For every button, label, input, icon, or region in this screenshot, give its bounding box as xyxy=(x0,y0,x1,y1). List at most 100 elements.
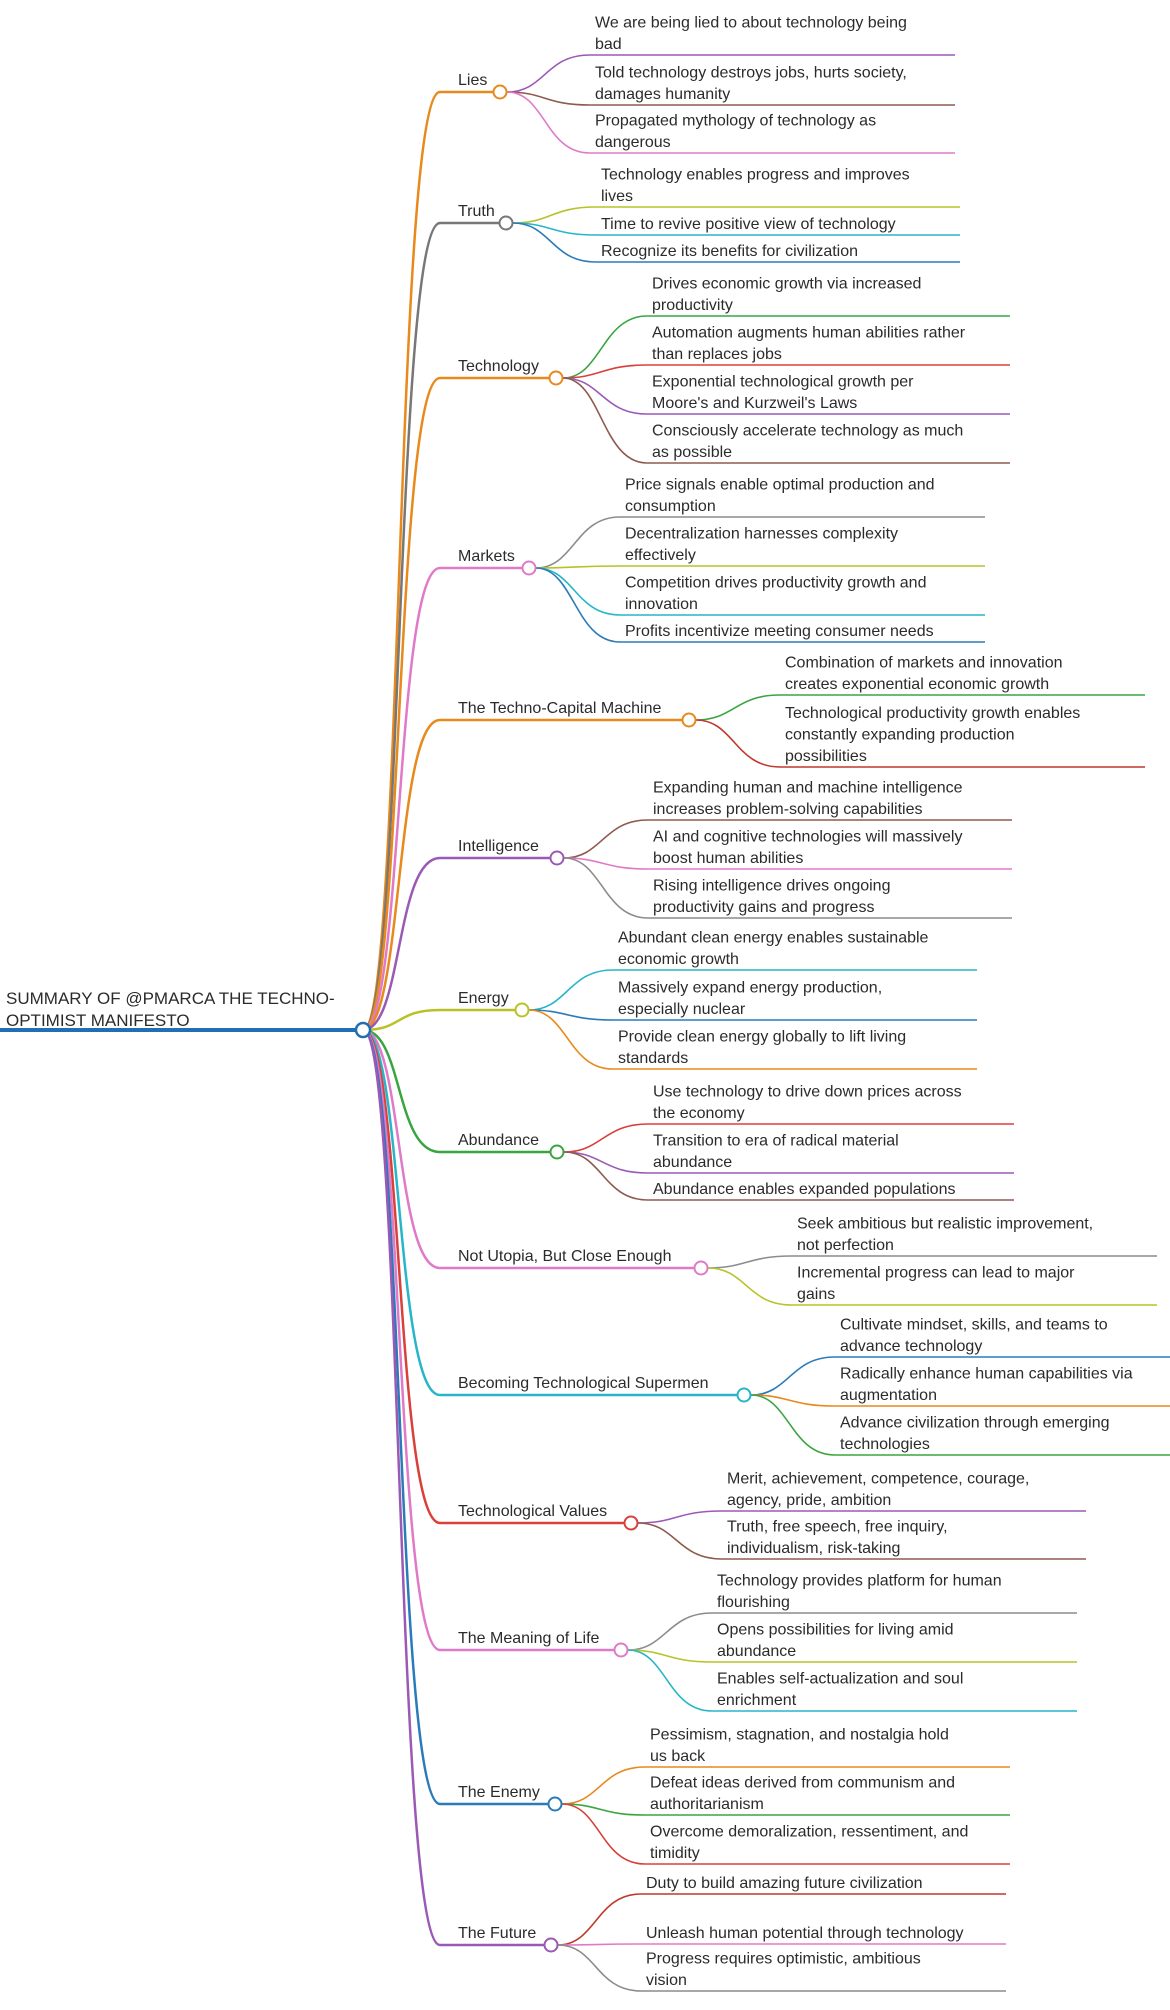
leaf-label: Automation augments human abilities rath… xyxy=(652,325,966,364)
branch-node-circle[interactable] xyxy=(549,850,565,866)
branch-connector xyxy=(362,1028,544,1947)
leaf-label: We are being lied to about technology be… xyxy=(595,15,907,54)
leaf-connector xyxy=(563,819,1012,859)
leaf-label: Told technology destroys jobs, hurts soc… xyxy=(595,65,907,104)
connector-layer xyxy=(0,54,1170,1992)
leaf-connector xyxy=(563,857,1012,870)
leaf-connector xyxy=(512,206,960,224)
branch-connector xyxy=(362,1028,694,1270)
leaf-label: Radically enhance human capabilities via… xyxy=(840,1366,1133,1405)
root-node-circle[interactable] xyxy=(354,1021,372,1039)
branch-label: Not Utopia, But Close Enough xyxy=(458,1248,671,1265)
branch-node-circle[interactable] xyxy=(547,1796,563,1812)
leaf-connector xyxy=(512,222,960,263)
branch-connector xyxy=(362,566,522,1032)
leaf-connector xyxy=(562,377,1010,415)
leaf-connector xyxy=(750,1394,1170,1456)
leaf-label: Competition drives productivity growth a… xyxy=(625,575,926,614)
branch-node-circle[interactable] xyxy=(514,1002,530,1018)
branch-label: Technology xyxy=(458,358,539,375)
leaf-connector xyxy=(562,315,1010,379)
branch-node-circle[interactable] xyxy=(693,1260,709,1276)
branch-label: Abundance xyxy=(458,1132,539,1149)
branch-label: Technological Values xyxy=(458,1503,607,1520)
leaf-label: Massively expand energy production,espec… xyxy=(618,980,882,1019)
leaf-label: Recognize its benefits for civilization xyxy=(601,243,858,260)
leaf-connector xyxy=(506,91,955,106)
branch-label: The Meaning of Life xyxy=(458,1630,600,1647)
branch-label: Truth xyxy=(458,203,495,220)
leaf-label: Provide clean energy globally to lift li… xyxy=(618,1029,906,1068)
leaf-label: Time to revive positive view of technolo… xyxy=(601,216,896,233)
branch-connector xyxy=(362,1028,614,1652)
branch-node-circle[interactable] xyxy=(498,215,514,231)
branch-connector xyxy=(362,1008,515,1032)
leaf-connector xyxy=(563,1151,1014,1201)
branch-connector xyxy=(362,1028,550,1154)
leaf-connector xyxy=(535,516,985,569)
root-title: SUMMARY OF @PMARCA THE TECHNO-OPTIMIST M… xyxy=(6,989,335,1030)
leaf-label: Consciously accelerate technology as muc… xyxy=(652,423,963,462)
branch-label: Markets xyxy=(458,548,515,565)
leaf-label: Pessimism, stagnation, and nostalgia hol… xyxy=(650,1727,949,1766)
branch-node-circle[interactable] xyxy=(736,1387,752,1403)
leaf-label: Truth, free speech, free inquiry,individ… xyxy=(727,1519,948,1558)
leaf-connector xyxy=(562,364,1010,379)
leaf-label: AI and cognitive technologies will massi… xyxy=(653,829,962,868)
leaf-connector xyxy=(506,91,955,154)
leaf-label: Seek ambitious but realistic improvement… xyxy=(797,1216,1093,1255)
branch-label: Intelligence xyxy=(458,838,539,855)
leaf-connector xyxy=(695,719,1145,768)
leaf-label: Duty to build amazing future civilizatio… xyxy=(646,1875,923,1892)
leaf-connector xyxy=(563,857,1012,919)
leaf-connector xyxy=(561,1803,1010,1865)
branch-node-circle[interactable] xyxy=(613,1642,629,1658)
branch-node-circle[interactable] xyxy=(549,1144,565,1160)
branch-label: Energy xyxy=(458,990,509,1007)
branch-label: The Enemy xyxy=(458,1784,540,1801)
leaf-connector xyxy=(557,1893,1006,1946)
node-layer: SUMMARY OF @PMARCA THE TECHNO-OPTIMIST M… xyxy=(6,15,1133,1990)
leaf-connector xyxy=(627,1649,1077,1712)
branch-connector xyxy=(362,1028,624,1525)
branch-node-circle[interactable] xyxy=(492,84,508,100)
branch-node-circle[interactable] xyxy=(548,370,564,386)
leaf-label: Abundant clean energy enables sustainabl… xyxy=(618,930,929,969)
leaf-connector xyxy=(637,1510,1086,1524)
branch-label: The Future xyxy=(458,1925,536,1942)
leaf-label: Merit, achievement, competence, courage,… xyxy=(727,1471,1029,1510)
branch-connector xyxy=(362,221,499,1032)
leaf-connector xyxy=(535,567,985,643)
branch-label: The Techno-Capital Machine xyxy=(458,700,661,717)
leaf-label: Technological productivity growth enable… xyxy=(785,705,1080,765)
leaf-connector xyxy=(506,54,955,93)
branch-label: Becoming Technological Supermen xyxy=(458,1375,709,1392)
branch-connector xyxy=(362,376,549,1032)
leaf-label: Abundance enables expanded populations xyxy=(653,1181,955,1198)
leaf-label: Technology enables progress and improves… xyxy=(601,167,910,206)
branch-node-circle[interactable] xyxy=(543,1937,559,1953)
leaf-connector xyxy=(557,1943,1006,1946)
leaf-connector xyxy=(561,1803,1010,1816)
leaf-connector xyxy=(528,1009,977,1070)
leaf-connector xyxy=(535,565,985,569)
leaf-connector xyxy=(535,567,985,616)
branch-node-circle[interactable] xyxy=(521,560,537,576)
branch-node-circle[interactable] xyxy=(623,1515,639,1531)
leaf-connector xyxy=(563,1123,1014,1153)
leaf-connector xyxy=(637,1522,1086,1560)
branch-node-circle[interactable] xyxy=(681,712,697,728)
leaf-connector xyxy=(707,1255,1157,1269)
leaf-connector xyxy=(563,1151,1014,1174)
